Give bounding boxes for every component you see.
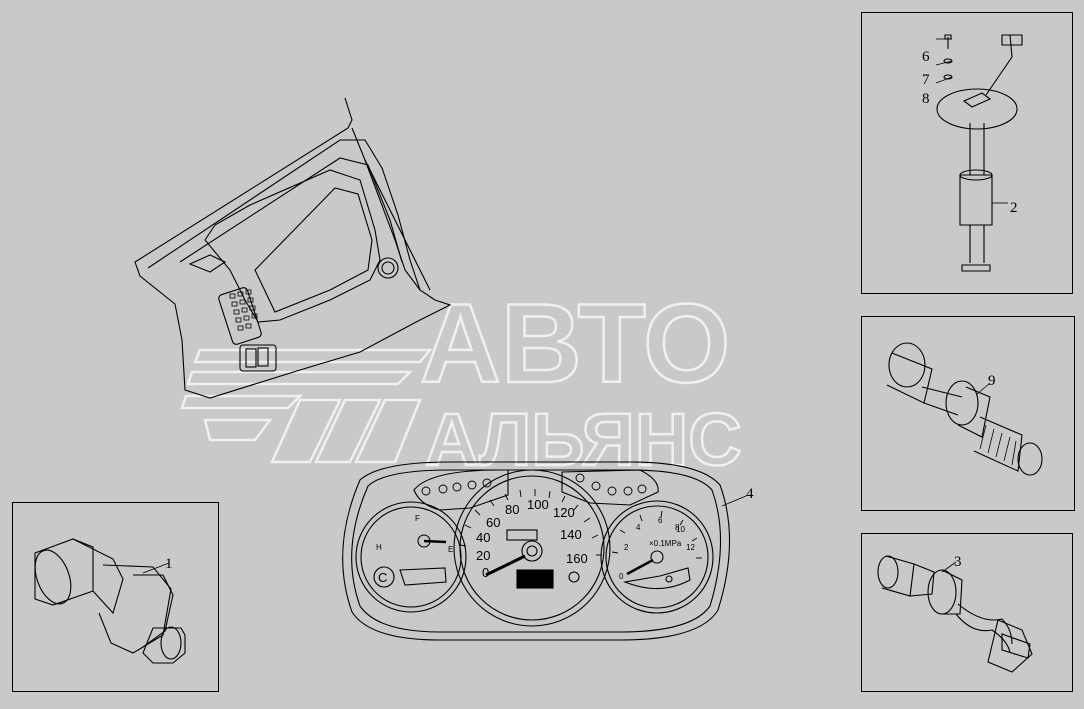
speedo-label-20: 20	[476, 548, 490, 563]
tacho-scale-labels: 0 2 4 6 8 10 12 ×0.1MPa	[619, 516, 695, 581]
watermark-line2: АЛЬЯНС	[425, 398, 742, 481]
speedo-label-100: 100	[527, 497, 549, 512]
speedo-label-0: 0	[482, 565, 489, 580]
tacho-label-12: 12	[686, 543, 695, 552]
box-speed-sensor: 3	[861, 533, 1073, 692]
speedo-label-60: 60	[486, 515, 500, 530]
box-oil-pressure-sender: 1	[12, 502, 219, 692]
instrument-cluster	[342, 461, 747, 641]
fuel-full-label: F	[415, 514, 420, 523]
dashboard-panel	[134, 97, 452, 399]
callout-6: 6	[922, 49, 930, 65]
speedo-label-140: 140	[560, 527, 582, 542]
temp-sensor-drawing: 9	[886, 342, 1043, 476]
tacho-label-8: 8	[675, 523, 680, 532]
watermark-line1: АВТО	[420, 281, 730, 406]
temp-cold-label: C	[378, 570, 387, 585]
callout-7: 7	[922, 72, 930, 88]
callout-9: 9	[988, 373, 996, 389]
box-fuel-sender: 6 7 8 2	[861, 12, 1073, 294]
tacho-unit: ×0.1MPa	[649, 539, 682, 548]
speedo-label-120: 120	[553, 505, 575, 520]
oil-sender-drawing: 1	[34, 538, 186, 664]
speedo-label-80: 80	[505, 502, 519, 517]
speedo-scale-labels: 0 20 40 60 80 100 120 140 160	[476, 497, 588, 580]
box-temp-sensor: 9	[861, 316, 1075, 511]
callout-2: 2	[1010, 200, 1018, 216]
gauge-small-labels: F E H C	[376, 514, 453, 585]
callout-3: 3	[954, 554, 962, 570]
tacho-label-6: 6	[658, 516, 663, 525]
callout-4: 4	[746, 486, 754, 502]
callout-1: 1	[165, 556, 173, 572]
speedo-label-160: 160	[566, 551, 588, 566]
speed-sensor-drawing: 3	[877, 554, 1033, 673]
tacho-label-4: 4	[636, 523, 641, 532]
callout-8: 8	[922, 91, 930, 107]
watermark-logo-stripes	[180, 348, 433, 464]
fuel-sender-drawing: 6 7 8 2	[922, 34, 1023, 272]
tacho-label-10: 10	[676, 525, 685, 534]
tacho-label-0: 0	[619, 572, 624, 581]
fuel-empty-label: E	[448, 545, 453, 554]
speedo-label-40: 40	[476, 530, 490, 545]
tacho-label-2: 2	[624, 543, 629, 552]
temp-hot-label: H	[376, 543, 382, 552]
